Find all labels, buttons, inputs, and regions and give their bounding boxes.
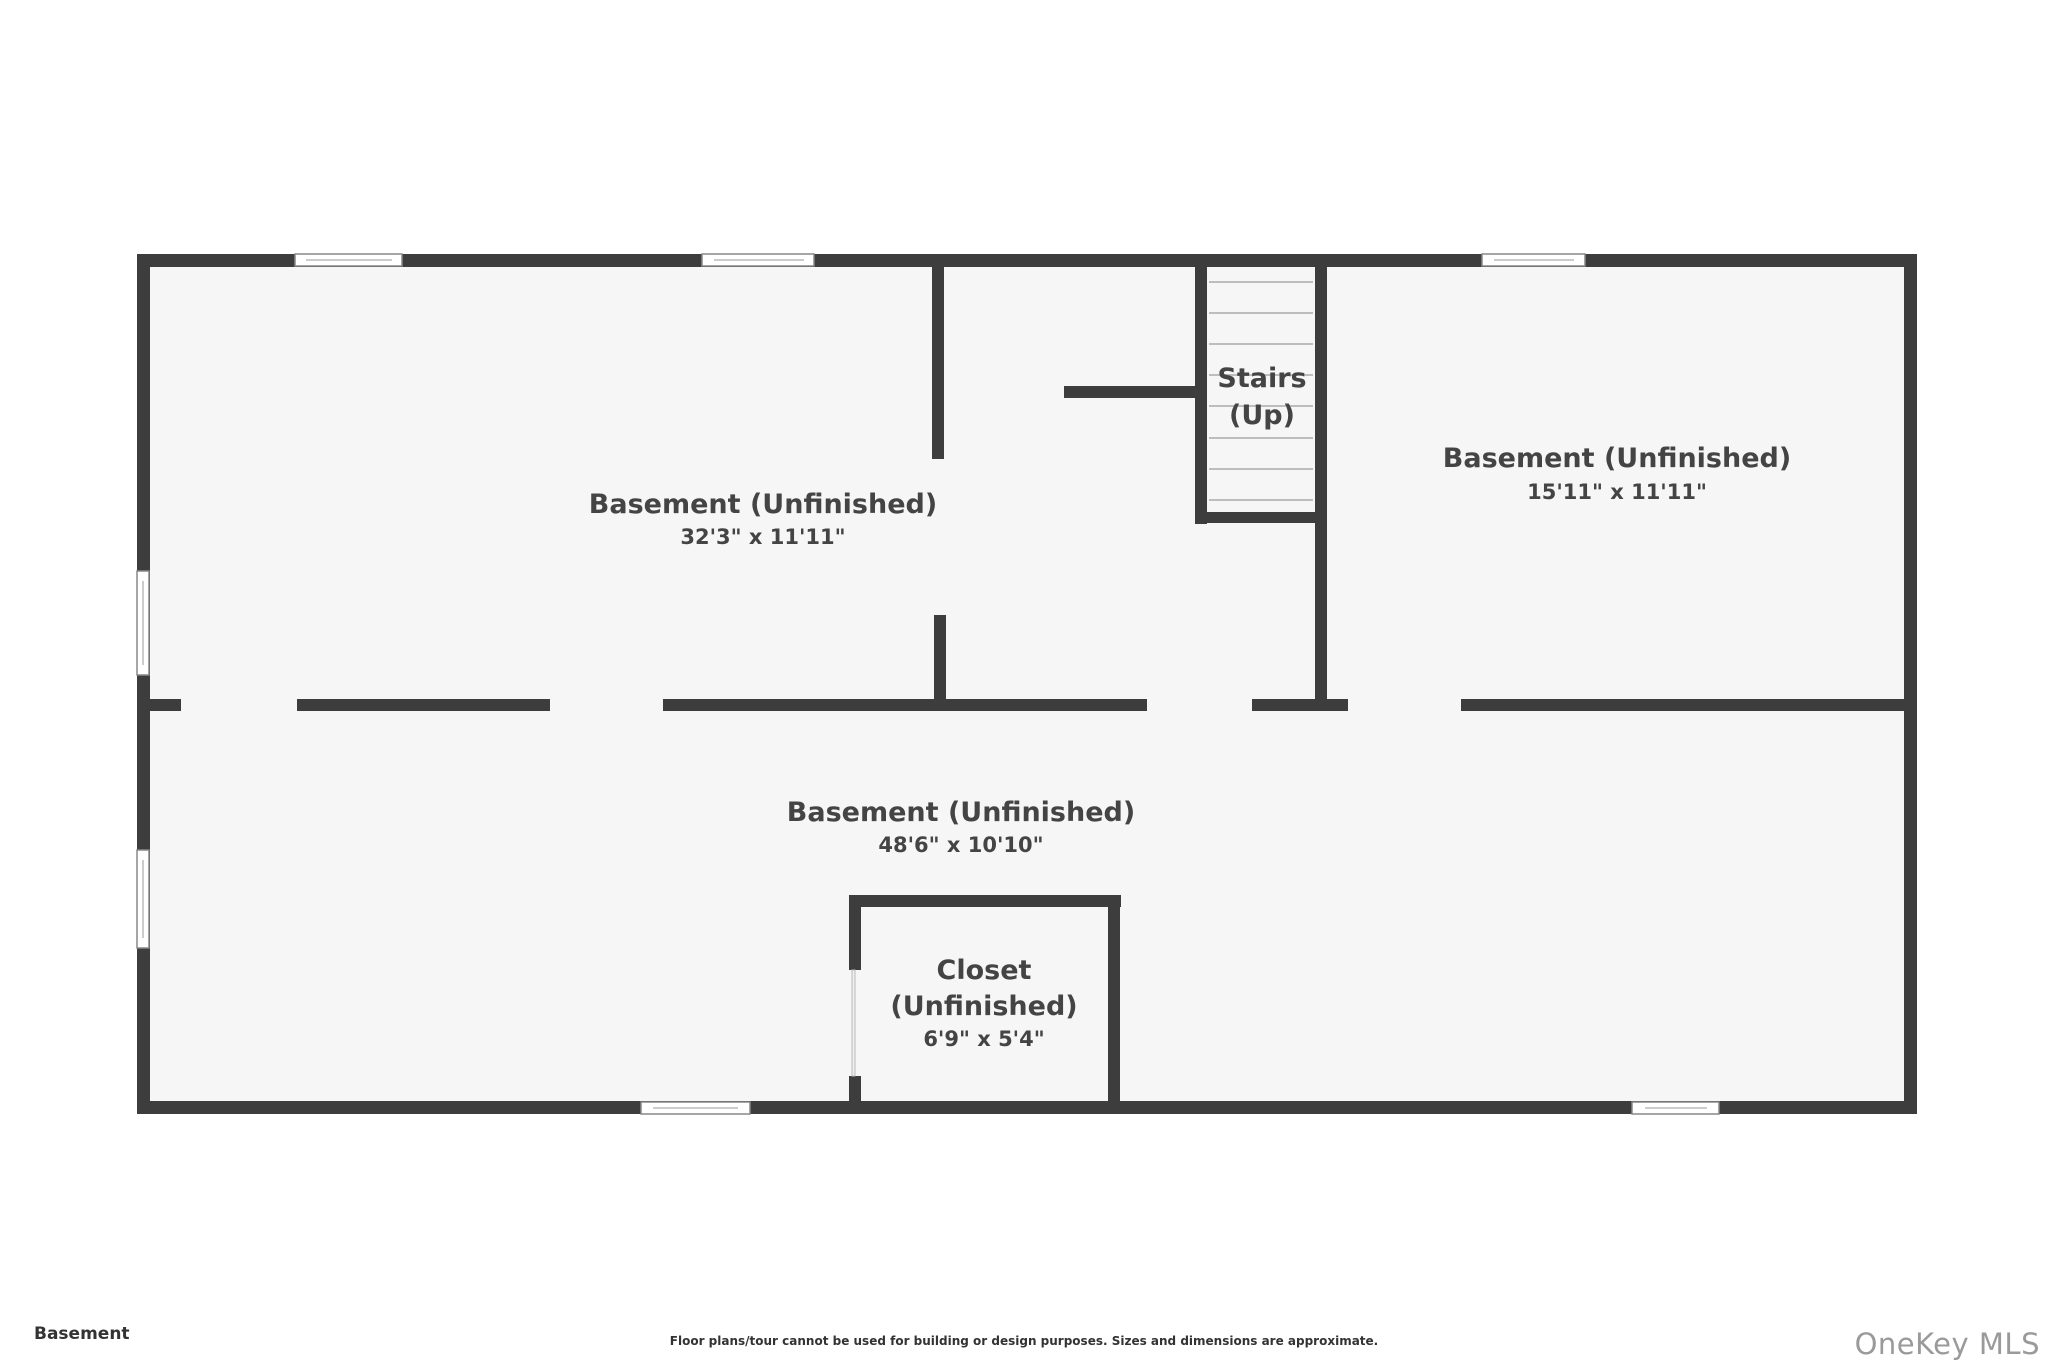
partition-wall xyxy=(934,615,946,705)
room-dimensions-right: 15'11" x 11'11" xyxy=(1527,480,1707,504)
closet-wall-right xyxy=(1108,895,1120,1103)
closet-wall-top xyxy=(849,895,1121,907)
watermark-logo: OneKey MLS xyxy=(1854,1327,2040,1361)
room-name-closet: Closet xyxy=(937,955,1032,986)
partition-wall xyxy=(137,699,181,711)
partition-wall xyxy=(663,699,1147,711)
partition-wall xyxy=(1252,699,1348,711)
disclaimer-text: Floor plans/tour cannot be used for buil… xyxy=(669,1334,1379,1348)
outer-wall-left xyxy=(137,254,150,1114)
closet-wall-left xyxy=(849,1076,861,1103)
closet-door xyxy=(851,969,856,1077)
closet-wall-left xyxy=(849,895,861,970)
partition-wall xyxy=(1064,386,1205,398)
outer-wall-top xyxy=(137,254,1917,267)
room-name-closet-line2: (Unfinished) xyxy=(890,991,1077,1022)
floor-area xyxy=(138,256,1914,1108)
window-panes xyxy=(142,259,1707,1109)
outer-wall-bottom xyxy=(137,1101,1917,1114)
room-name-bottom: Basement (Unfinished) xyxy=(787,797,1135,828)
outer-wall-right xyxy=(1904,254,1917,1114)
room-name-right: Basement (Unfinished) xyxy=(1443,443,1791,474)
partition-wall xyxy=(1461,699,1914,711)
room-dimensions-bottom: 48'6" x 10'10" xyxy=(878,833,1043,857)
room-dimensions-left: 32'3" x 11'11" xyxy=(680,525,845,549)
room-dimensions-closet: 6'9" x 5'4" xyxy=(923,1027,1044,1051)
floor-label: Basement xyxy=(34,1324,130,1344)
room-name-left: Basement (Unfinished) xyxy=(589,489,937,520)
walls xyxy=(137,254,1917,1114)
partition-wall xyxy=(932,262,944,459)
room-name-stairs-line2: (Up) xyxy=(1229,400,1295,431)
partition-wall xyxy=(1195,262,1207,524)
room-name-stairs: Stairs xyxy=(1217,363,1306,394)
partition-wall xyxy=(1195,512,1315,523)
partition-wall xyxy=(297,699,550,711)
stairs-treads xyxy=(1209,281,1313,501)
partition-wall xyxy=(1315,262,1327,706)
